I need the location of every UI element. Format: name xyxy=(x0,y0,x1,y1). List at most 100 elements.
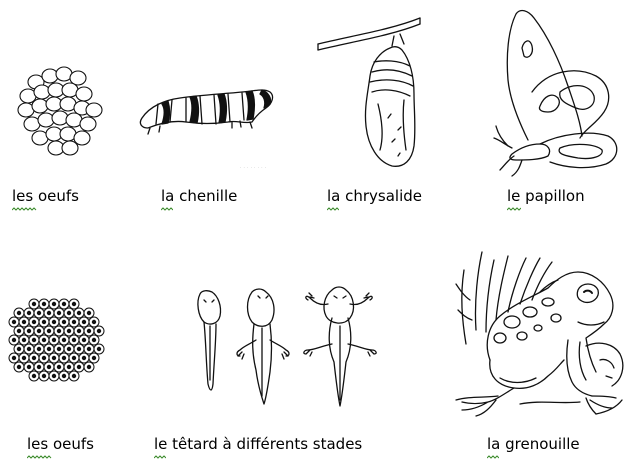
spawn-embryo xyxy=(32,374,36,378)
spawn-embryo xyxy=(87,311,91,315)
spawn-embryo xyxy=(72,320,76,324)
spawn-embryo xyxy=(22,356,26,360)
spawn-embryo xyxy=(32,356,36,360)
spawn-embryo xyxy=(87,347,91,351)
spawn-embryo xyxy=(62,356,66,360)
spawn-embryo xyxy=(42,338,46,342)
spawn-embryo xyxy=(77,329,81,333)
spawn-embryo xyxy=(72,338,76,342)
spawn-embryo xyxy=(37,365,41,369)
frog-label: la grenouille xyxy=(487,437,580,452)
butterfly-eggs-icon xyxy=(18,67,102,155)
spawn-embryo xyxy=(87,365,91,369)
spawn-embryo xyxy=(77,311,81,315)
spawn-embryo xyxy=(27,311,31,315)
spawn-embryo xyxy=(57,347,61,351)
spawn-embryo xyxy=(42,302,46,306)
spellcheck-underline xyxy=(161,207,173,211)
spellcheck-underline xyxy=(12,207,37,211)
spawn-embryo xyxy=(67,347,71,351)
spawn-embryo xyxy=(62,338,66,342)
spawn-embryo xyxy=(82,338,86,342)
egg xyxy=(34,85,50,99)
spawn-embryo xyxy=(42,356,46,360)
spellcheck-underline xyxy=(507,207,521,211)
spawn-embryo xyxy=(67,365,71,369)
spellcheck-underline xyxy=(327,207,339,211)
spawn-embryo xyxy=(47,365,51,369)
spawn-embryo xyxy=(47,311,51,315)
spawn-embryo xyxy=(37,311,41,315)
spawn-embryo xyxy=(77,347,81,351)
spawn-embryo xyxy=(97,347,101,351)
spawn-embryo xyxy=(37,347,41,351)
spawn-embryo xyxy=(62,374,66,378)
egg xyxy=(76,87,92,101)
spawn-embryo xyxy=(57,311,61,315)
spawn-embryo xyxy=(67,329,71,333)
egg xyxy=(42,69,58,83)
spawn-embryo xyxy=(17,365,21,369)
scan-watermark: . . . . . . . . xyxy=(240,164,267,169)
spellcheck-underline xyxy=(27,455,52,459)
butterfly-eggs-label: les oeufs xyxy=(12,189,79,204)
tadpole-stages-label: le têtard à différents stades xyxy=(154,437,362,452)
butterfly-label: le papillon xyxy=(507,189,585,204)
spawn-embryo xyxy=(67,311,71,315)
butterfly-icon xyxy=(494,11,617,176)
spawn-embryo xyxy=(47,347,51,351)
spawn-embryo xyxy=(32,338,36,342)
spawn-embryo xyxy=(82,320,86,324)
spawn-embryo xyxy=(92,320,96,324)
egg xyxy=(62,141,78,155)
spawn-embryo xyxy=(32,302,36,306)
spawn-embryo xyxy=(42,374,46,378)
egg xyxy=(74,131,90,145)
spawn-embryo xyxy=(17,311,21,315)
spawn-embryo xyxy=(92,338,96,342)
spawn-embryo xyxy=(57,365,61,369)
frog-icon xyxy=(456,252,623,416)
spawn-embryo xyxy=(72,356,76,360)
chrysalis-icon xyxy=(318,18,420,166)
spawn-embryo xyxy=(52,320,56,324)
spellcheck-underline xyxy=(154,455,166,459)
egg xyxy=(80,117,96,131)
spawn-embryo xyxy=(72,302,76,306)
spawn-embryo xyxy=(62,302,66,306)
egg xyxy=(32,99,48,113)
frog-spawn-icon xyxy=(9,299,104,381)
tadpole-stages-icon xyxy=(198,287,376,406)
spawn-embryo xyxy=(82,356,86,360)
spellcheck-underline xyxy=(487,455,499,459)
spawn-embryo xyxy=(27,347,31,351)
egg xyxy=(86,103,102,117)
spawn-embryo xyxy=(17,347,21,351)
frog-eggs-label: les oeufs xyxy=(27,437,94,452)
spawn-embryo xyxy=(97,329,101,333)
spawn-embryo xyxy=(12,320,16,324)
spawn-embryo xyxy=(32,320,36,324)
spawn-embryo xyxy=(12,338,16,342)
spawn-embryo xyxy=(42,320,46,324)
spawn-embryo xyxy=(77,365,81,369)
spawn-embryo xyxy=(92,356,96,360)
caterpillar-icon xyxy=(140,90,272,134)
egg xyxy=(52,111,68,125)
spawn-embryo xyxy=(57,329,61,333)
spawn-embryo xyxy=(52,356,56,360)
spawn-embryo xyxy=(87,329,91,333)
spawn-embryo xyxy=(22,320,26,324)
spawn-embryo xyxy=(52,302,56,306)
chrysalis-label: la chrysalide xyxy=(327,189,422,204)
spawn-embryo xyxy=(27,365,31,369)
spawn-embryo xyxy=(52,338,56,342)
spawn-embryo xyxy=(22,338,26,342)
spawn-embryo xyxy=(12,356,16,360)
spawn-embryo xyxy=(27,329,31,333)
spawn-embryo xyxy=(62,320,66,324)
spawn-embryo xyxy=(37,329,41,333)
caterpillar-label: la chenille xyxy=(161,189,237,204)
egg xyxy=(38,113,54,127)
